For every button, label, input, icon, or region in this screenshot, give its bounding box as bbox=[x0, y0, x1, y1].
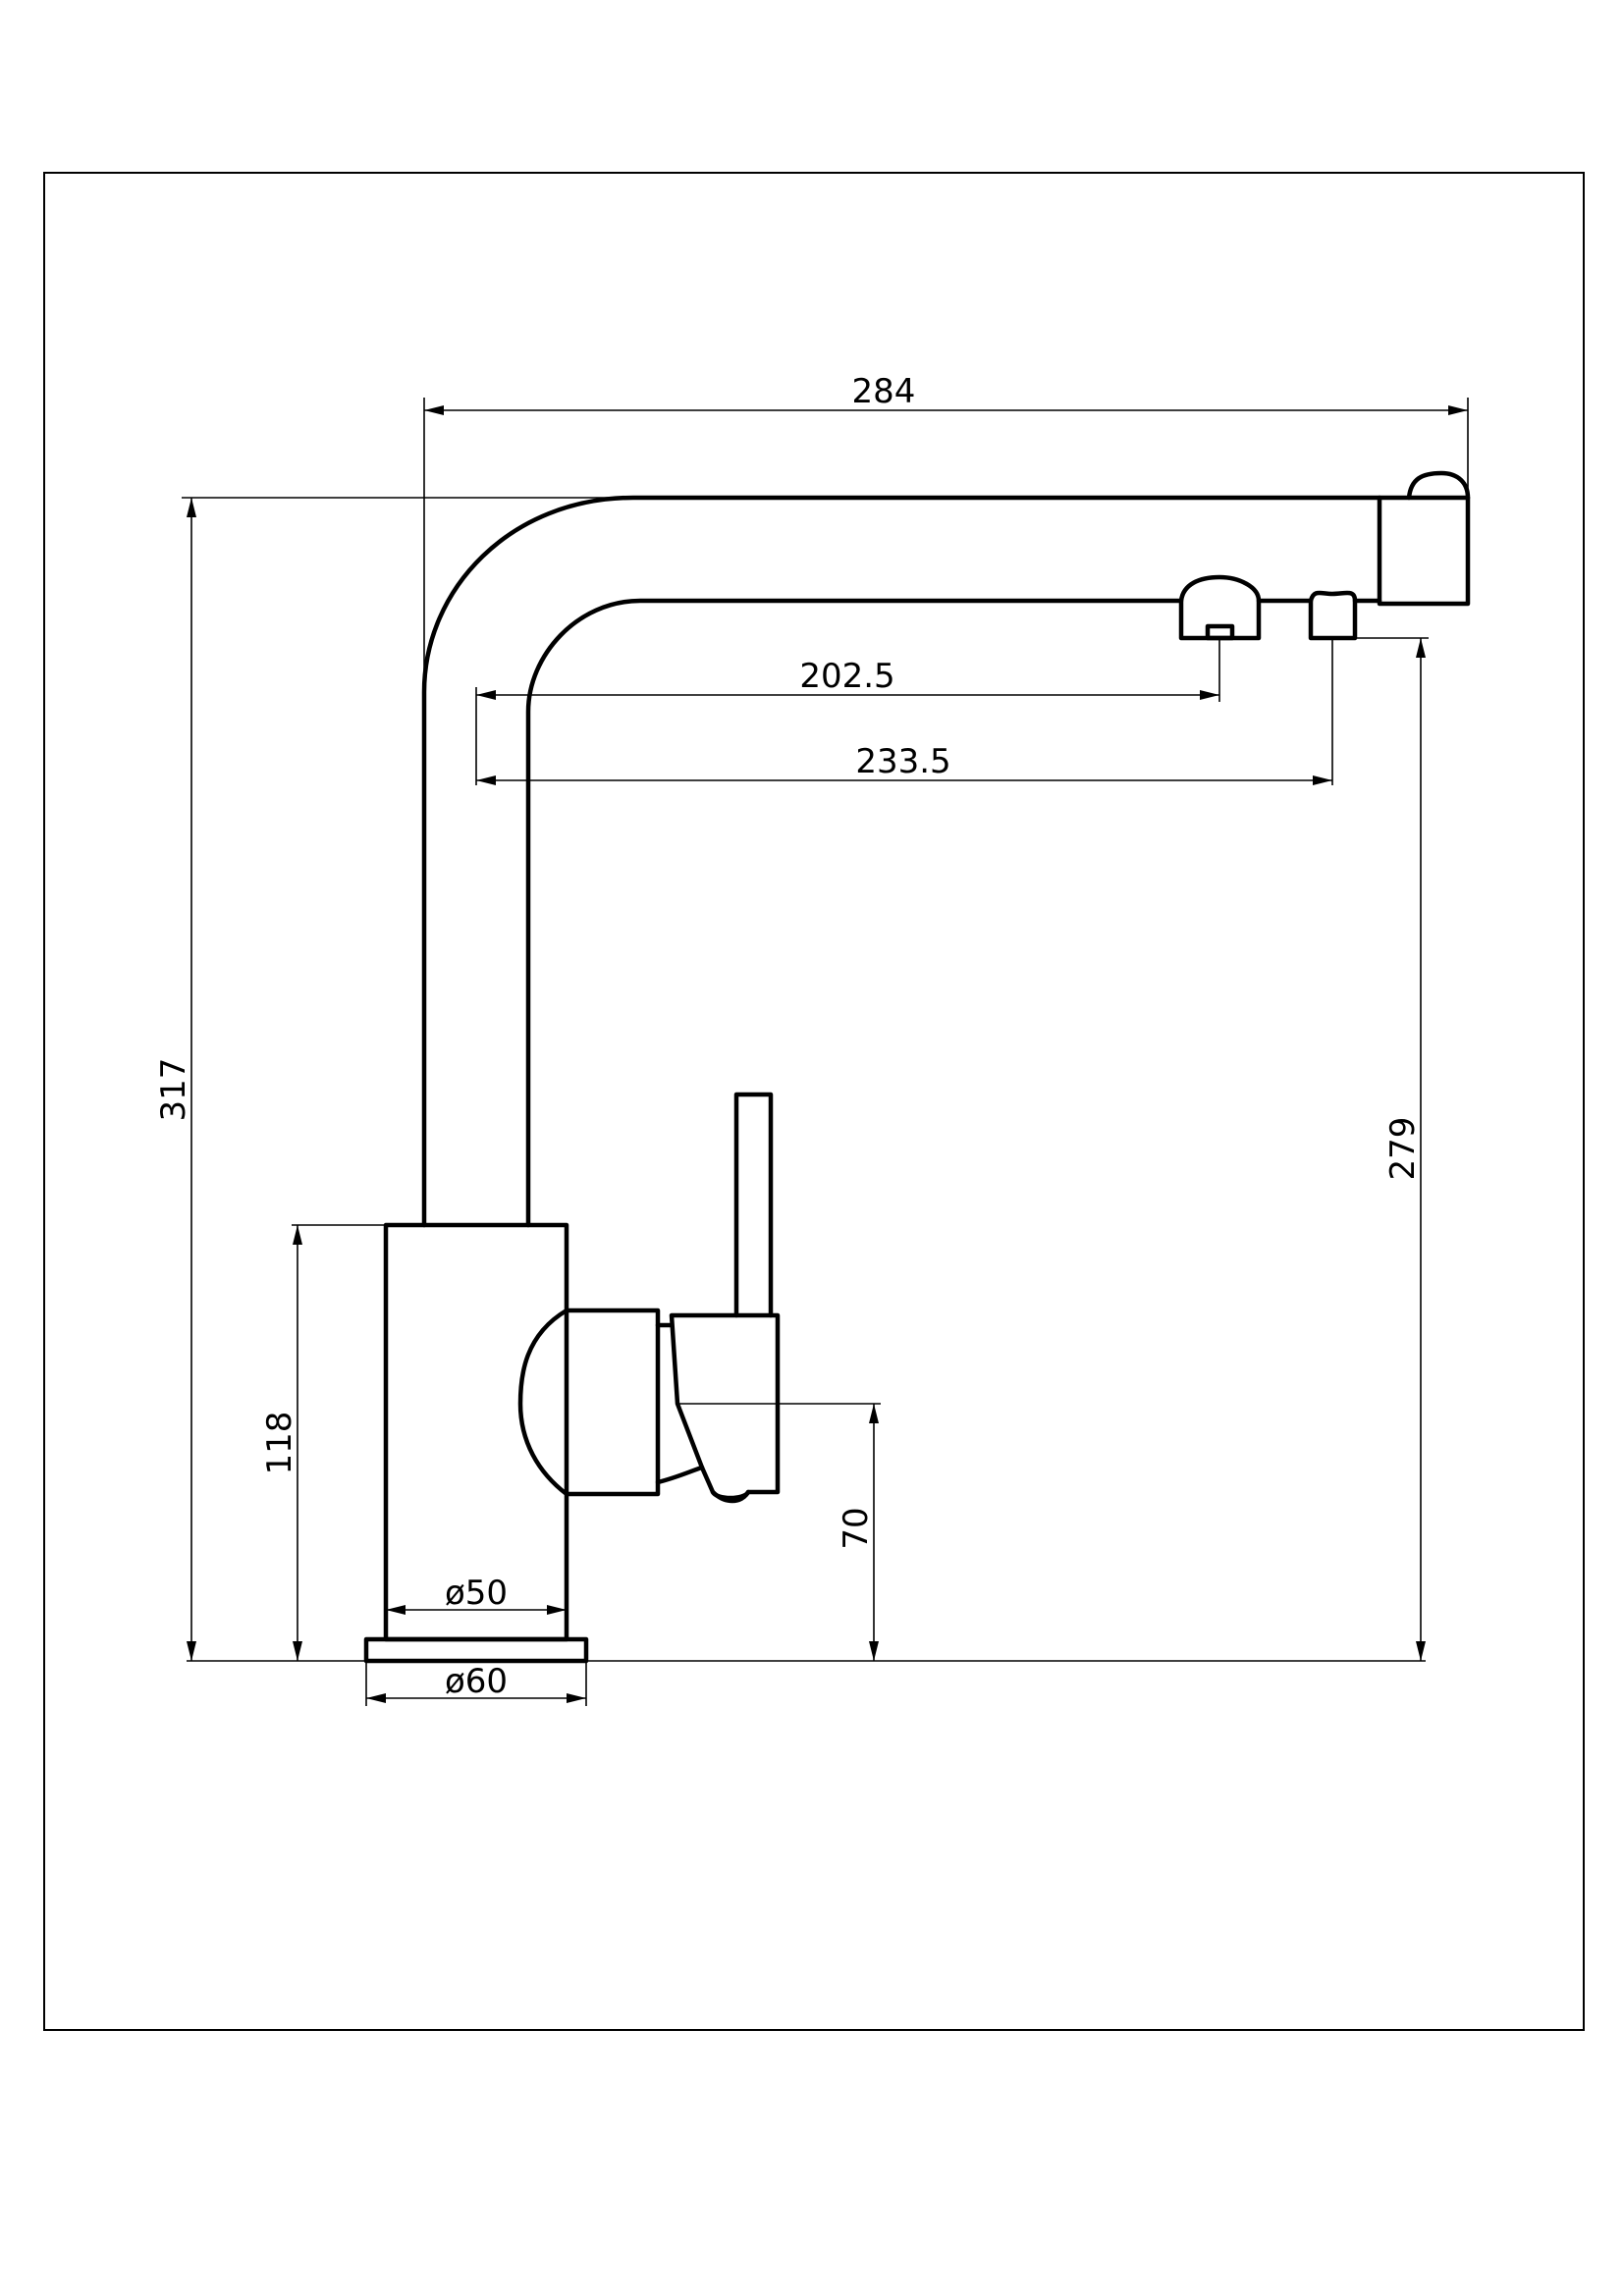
dim-label-d50: ø50 bbox=[445, 1574, 508, 1613]
dim-317-arrow-bottom bbox=[187, 1641, 196, 1661]
spout-end-button bbox=[1406, 470, 1471, 501]
dim-70-arrow-bottom bbox=[869, 1641, 879, 1661]
dim-284-arrow-right bbox=[1448, 405, 1468, 415]
dim-label-279: 279 bbox=[1383, 1117, 1423, 1181]
handle-nozzle bbox=[710, 1489, 751, 1501]
faucet-outline bbox=[363, 470, 1471, 1664]
dim-118-arrow-top bbox=[293, 1225, 302, 1245]
dimension-labels: 284 202.5 233.5 317 279 118 70 ø50 ø60 bbox=[154, 372, 1423, 1701]
aerator-2 bbox=[1308, 590, 1358, 641]
dim-279-arrow-top bbox=[1416, 638, 1426, 658]
dim-label-202-5: 202.5 bbox=[799, 657, 894, 696]
dim-118-arrow-bottom bbox=[293, 1641, 302, 1661]
cartridge-housing bbox=[564, 1308, 661, 1497]
dim-label-70: 70 bbox=[837, 1507, 876, 1549]
cartridge-dome bbox=[517, 1308, 569, 1497]
spout-inner-contour bbox=[525, 598, 1184, 1228]
dim-233-arrow-left bbox=[476, 775, 496, 785]
dim-279-arrow-bottom bbox=[1416, 1641, 1426, 1661]
dim-233-arrow-right bbox=[1313, 775, 1332, 785]
dim-d50-arrow-right bbox=[547, 1605, 567, 1615]
dim-label-d60: ø60 bbox=[445, 1662, 508, 1701]
spout-end-cap bbox=[1377, 495, 1471, 607]
dimension-lines bbox=[182, 398, 1469, 1706]
dim-317-arrow-top bbox=[187, 498, 196, 517]
faucet-base bbox=[363, 1636, 589, 1664]
aerator-1-nozzle bbox=[1205, 623, 1235, 641]
dim-d50-arrow-left bbox=[386, 1605, 406, 1615]
aerator-1 bbox=[1178, 574, 1262, 641]
dim-70-arrow-top bbox=[869, 1404, 879, 1423]
dim-label-284: 284 bbox=[852, 372, 916, 411]
spout-outer-contour bbox=[421, 495, 1382, 1228]
dim-284-arrow-left bbox=[424, 405, 444, 415]
dim-label-118: 118 bbox=[260, 1412, 299, 1475]
dim-202-arrow-left bbox=[476, 690, 496, 700]
dim-202-arrow-right bbox=[1200, 690, 1219, 700]
dim-d60-arrow-left bbox=[366, 1693, 386, 1703]
handle-lever bbox=[733, 1092, 774, 1318]
handle-hub bbox=[669, 1312, 781, 1504]
dim-label-317: 317 bbox=[154, 1058, 193, 1122]
dim-d60-arrow-right bbox=[567, 1693, 586, 1703]
handle-hub-edge bbox=[655, 1465, 705, 1485]
dim-label-233-5: 233.5 bbox=[855, 742, 950, 781]
drawing-frame bbox=[43, 172, 1585, 2031]
